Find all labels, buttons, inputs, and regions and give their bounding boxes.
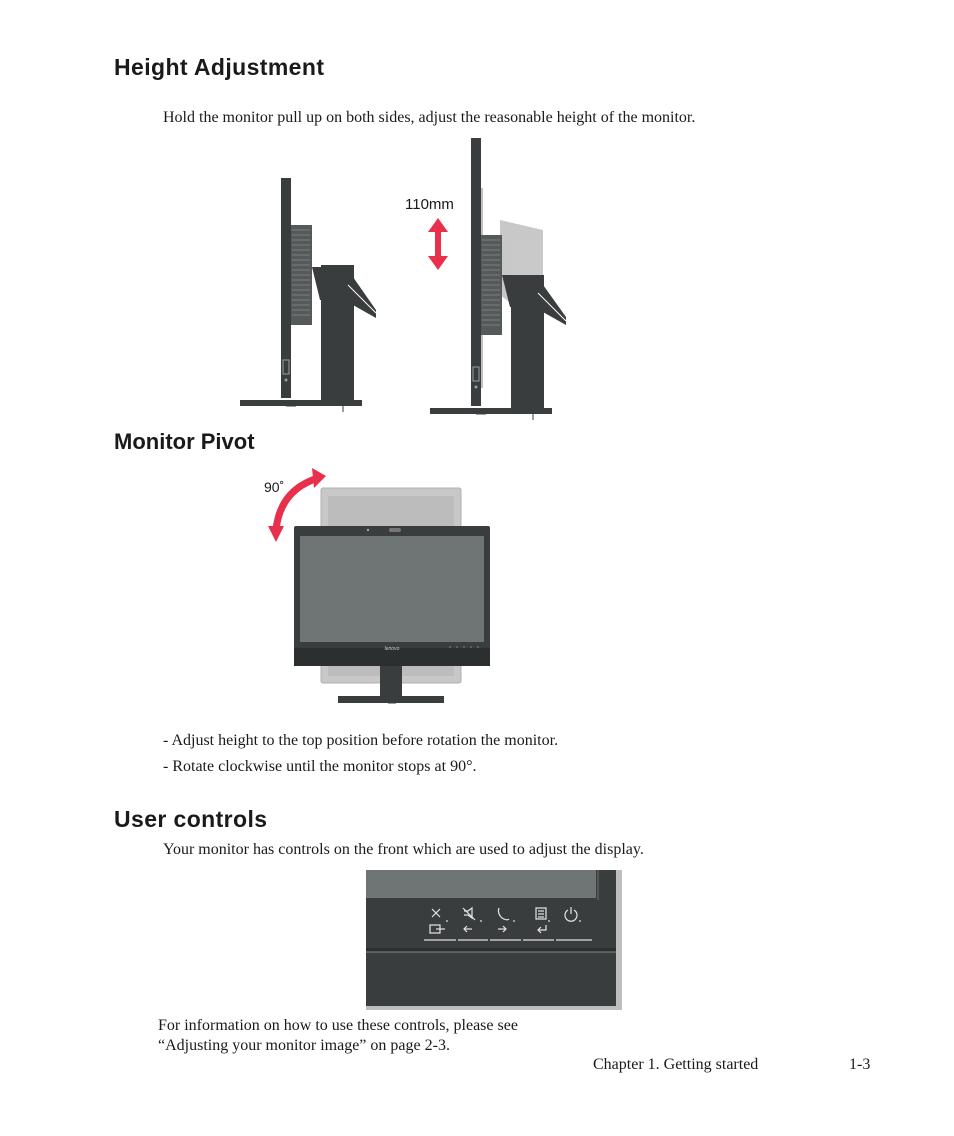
user-controls-heading: User controls xyxy=(114,806,268,832)
rotation-angle-label: 90˚ xyxy=(264,479,285,495)
footer-page-number: 1-3 xyxy=(849,1056,871,1073)
monitor-front-view: lenovo xyxy=(294,487,490,704)
height-adjustment-heading: Height Adjustment xyxy=(114,54,325,80)
footer-chapter: Chapter 1. Getting started xyxy=(593,1056,759,1073)
monitor-brand-logo: lenovo xyxy=(385,646,400,652)
control-panel-closeup xyxy=(366,870,622,1010)
monitor-side-view-high xyxy=(430,138,567,420)
user-controls-info-line2: “Adjusting your monitor image” on page 2… xyxy=(158,1037,450,1054)
height-range-label: 110mm xyxy=(405,196,454,213)
height-adjustment-description: Hold the monitor pull up on both sides, … xyxy=(163,109,696,126)
pivot-note-2: - Rotate clockwise until the monitor sto… xyxy=(163,758,477,775)
pivot-note-1: - Adjust height to the top position befo… xyxy=(163,732,559,749)
rotation-arrow-icon xyxy=(268,468,326,542)
user-controls-info-line1: For information on how to use these cont… xyxy=(158,1017,518,1034)
user-controls-description: Your monitor has controls on the front w… xyxy=(163,841,644,858)
up-down-arrow-icon xyxy=(428,218,448,270)
monitor-side-view-low xyxy=(240,178,377,412)
monitor-pivot-heading: Monitor Pivot xyxy=(114,429,255,454)
